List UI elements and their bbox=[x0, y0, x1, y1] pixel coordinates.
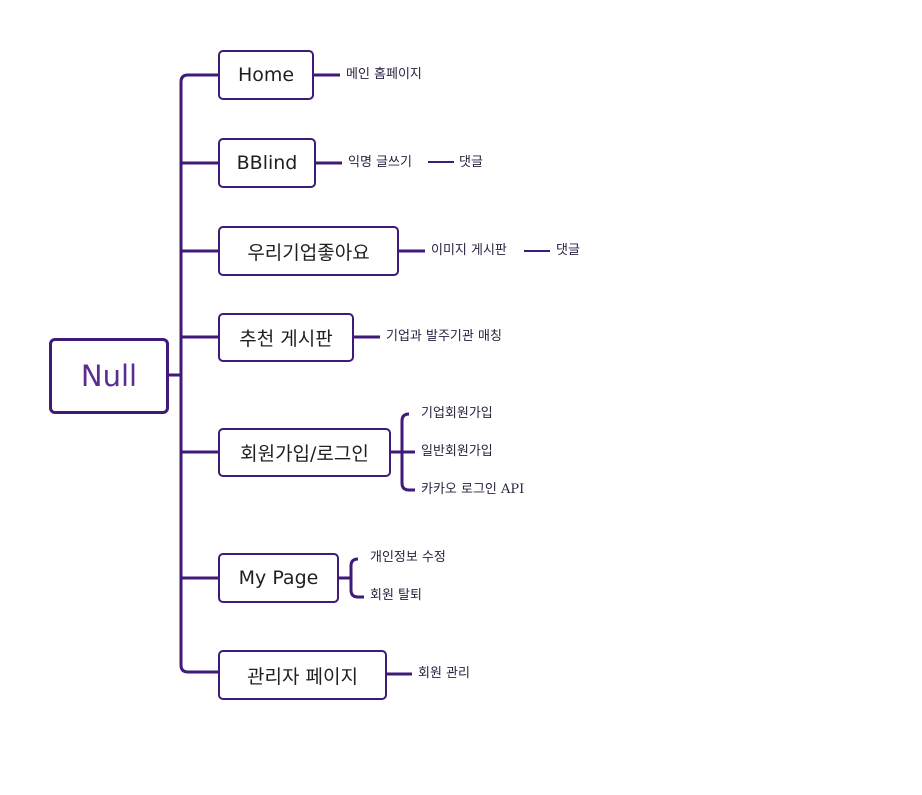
leaf-comment[interactable]: 댓글 bbox=[556, 243, 580, 258]
branch-label: 관리자 페이지 bbox=[247, 665, 358, 688]
branch-label: 회원가입/로그인 bbox=[240, 443, 369, 465]
branch-label: 추천 게시판 bbox=[239, 328, 333, 350]
connector-root-trunk bbox=[166, 73, 221, 674]
leaf-anonymous-write[interactable]: 익명 글쓰기 bbox=[348, 155, 412, 170]
leaf-general-signup[interactable]: 일반회원가입 bbox=[421, 444, 493, 459]
leaf-company-agency-matching[interactable]: 기업과 발주기관 매칭 bbox=[386, 329, 502, 344]
branch-node-company-like[interactable]: 우리기업좋아요 bbox=[218, 226, 399, 276]
branch-label: 우리기업좋아요 bbox=[247, 241, 370, 264]
leaf-member-management[interactable]: 회원 관리 bbox=[418, 666, 470, 681]
branch-node-home[interactable]: Home bbox=[218, 50, 314, 100]
branch-node-recommend-board[interactable]: 추천 게시판 bbox=[218, 313, 354, 362]
branch-label: My Page bbox=[238, 567, 319, 589]
leaf-withdraw[interactable]: 회원 탈퇴 bbox=[370, 588, 422, 603]
leaf-main-homepage[interactable]: 메인 홈페이지 bbox=[346, 67, 422, 82]
leaf-company-signup[interactable]: 기업회원가입 bbox=[421, 406, 493, 421]
branch-label: Home bbox=[237, 64, 295, 86]
leaf-image-board[interactable]: 이미지 게시판 bbox=[431, 243, 507, 258]
leaf-comment[interactable]: 댓글 bbox=[459, 155, 483, 170]
branch-node-admin-page[interactable]: 관리자 페이지 bbox=[218, 650, 387, 700]
branch-node-signup-login[interactable]: 회원가입/로그인 bbox=[218, 428, 391, 477]
connector-mypage bbox=[338, 557, 364, 599]
branch-label: BBlind bbox=[236, 152, 298, 174]
branch-node-bblind[interactable]: BBlind bbox=[218, 138, 316, 188]
leaf-edit-profile[interactable]: 개인정보 수정 bbox=[370, 550, 446, 565]
branch-node-my-page[interactable]: My Page bbox=[218, 553, 339, 603]
root-node[interactable]: Null bbox=[49, 338, 169, 414]
root-label: Null bbox=[80, 359, 138, 393]
connector-signup bbox=[390, 412, 415, 492]
leaf-kakao-login-api[interactable]: 카카오 로그인 API bbox=[421, 482, 525, 497]
